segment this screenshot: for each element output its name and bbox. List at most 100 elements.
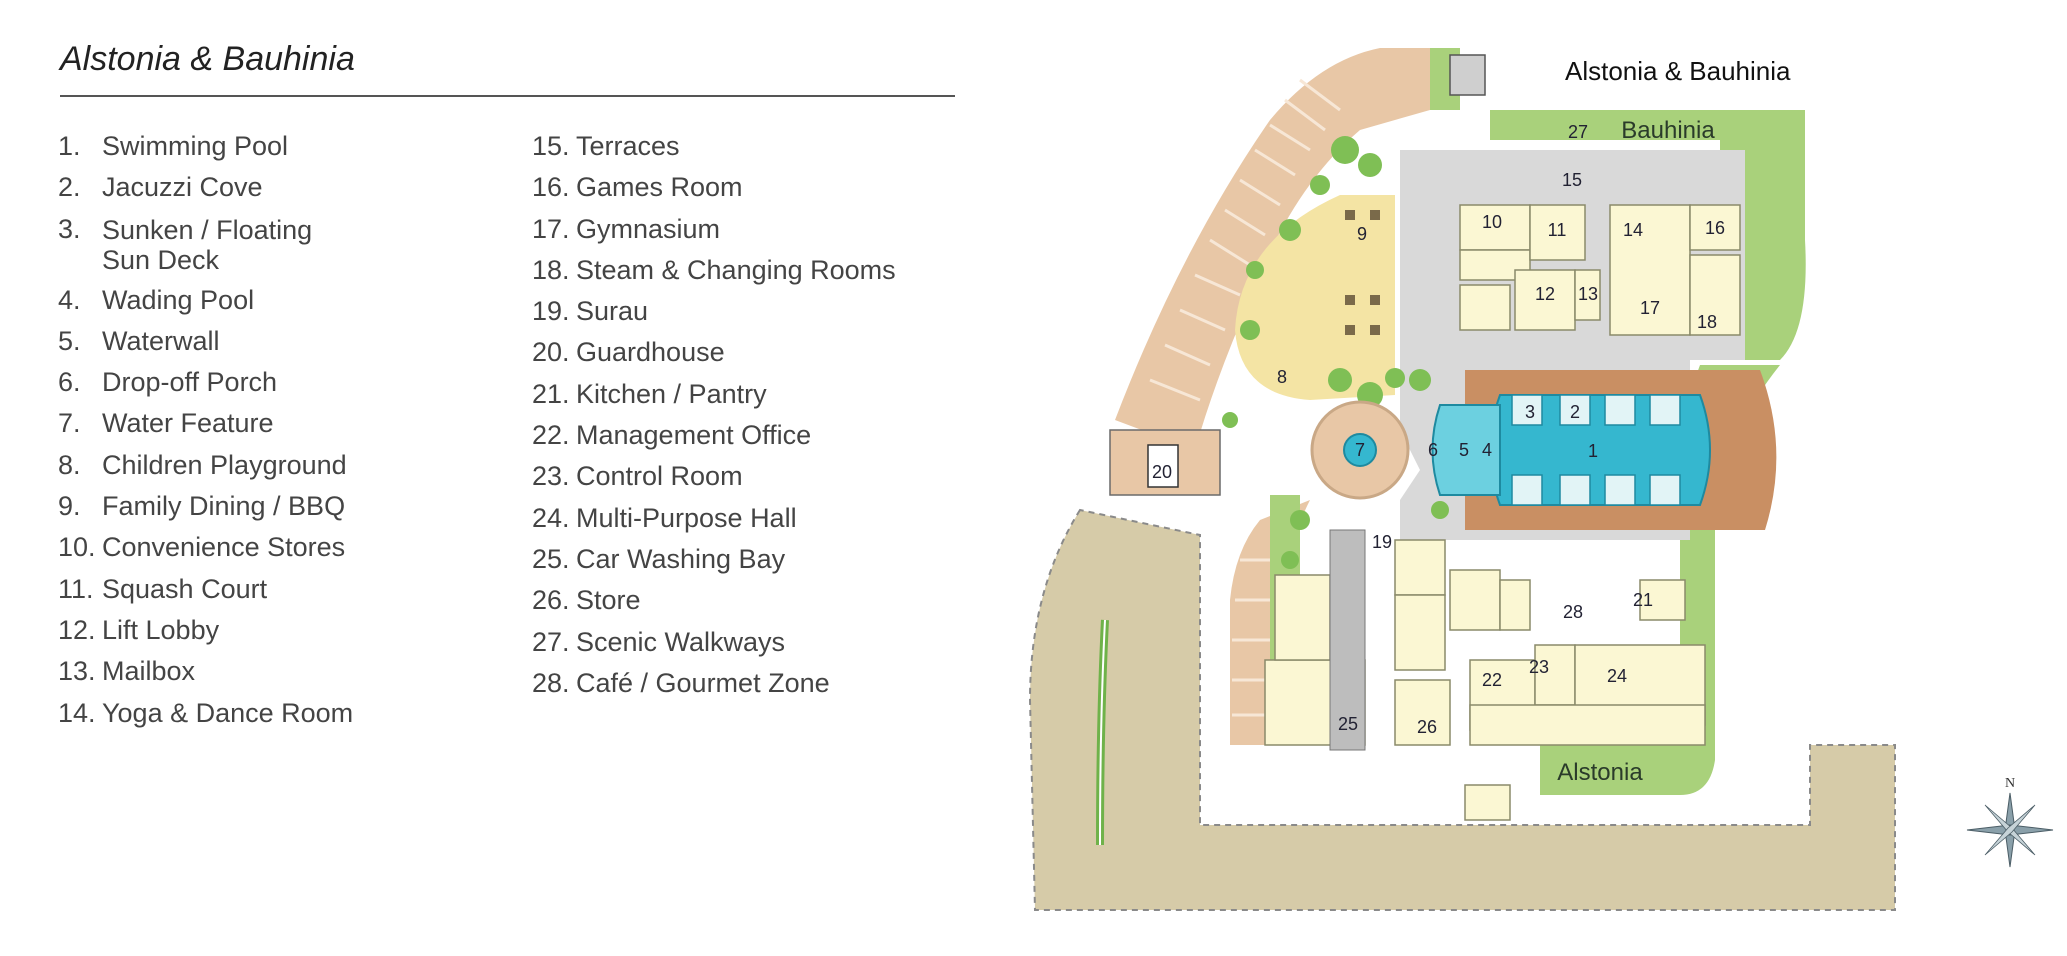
legend-item: 9.Family Dining / BBQ — [58, 486, 362, 527]
legend-number: 10. — [58, 532, 96, 563]
zone-17-label: 17 — [1640, 298, 1660, 318]
zone-27-label: 27 — [1568, 122, 1588, 142]
zone-28-label: 28 — [1563, 602, 1583, 622]
building-12-south — [1449, 569, 1501, 631]
legend-item: 3. Sunken / Floating Sun Deck — [58, 209, 362, 280]
legend-number: 8. — [58, 449, 81, 480]
legend-number: 25. — [532, 543, 570, 574]
legend-label: Guardhouse — [576, 337, 725, 368]
building-10a — [1459, 204, 1531, 251]
legend-number: 5. — [58, 325, 81, 356]
legend-label: Games Room — [576, 172, 743, 203]
road-median-outline — [1099, 619, 1106, 846]
building-21 — [1639, 579, 1686, 621]
zone-9-label: 9 — [1357, 224, 1367, 244]
zone-22-label: 22 — [1482, 670, 1502, 690]
zone-21-label: 21 — [1633, 590, 1653, 610]
zone-8-label: 8 — [1277, 367, 1287, 387]
map-title: Alstonia & Bauhinia — [1565, 56, 1791, 86]
wading-pool — [1431, 404, 1501, 496]
legend-label: Surau — [576, 296, 649, 327]
zone-16-label: 16 — [1705, 218, 1725, 238]
legend-item: 18.Steam & Changing Rooms — [532, 250, 896, 291]
legend-item: 15.Terraces — [532, 126, 896, 167]
legend-number: 13. — [58, 656, 96, 687]
legend-label: Management Office — [576, 420, 812, 451]
legend-item: 24.Multi-Purpose Hall — [532, 498, 896, 539]
zone-13-label: 13 — [1578, 284, 1598, 304]
zone-1-label: 1 — [1588, 441, 1598, 461]
zone-11-label: 11 — [1548, 220, 1567, 240]
alstonia-block-label: Alstonia — [1557, 759, 1643, 786]
building-podium-south — [1469, 704, 1706, 746]
building-26 — [1394, 679, 1451, 746]
legend-label: Waterwall — [102, 325, 220, 356]
perimeter-parking — [1115, 48, 1430, 450]
zone-15-label: 15 — [1562, 170, 1582, 190]
legend-number: 19. — [532, 296, 570, 327]
zone-3-label: 3 — [1525, 402, 1535, 422]
legend-item: 6.Drop-off Porch — [58, 362, 362, 403]
legend-divider — [60, 95, 955, 97]
compass-north-label: N — [2005, 776, 2015, 791]
legend-label: Steam & Changing Rooms — [576, 254, 896, 285]
building-west-block — [1274, 574, 1331, 661]
legend-label: Kitchen / Pantry — [576, 378, 767, 409]
zone-19-label: 19 — [1372, 532, 1392, 552]
legend-column-1: 1.Swimming Pool 2.Jacuzzi Cove 3.Sunken … — [58, 126, 362, 734]
legend-label: Drop-off Porch — [102, 367, 278, 398]
legend-number: 3. — [58, 213, 81, 244]
legend-item: 12.Lift Lobby — [58, 610, 362, 651]
zone-7-label: 7 — [1355, 440, 1365, 460]
legend-number: 27. — [532, 626, 570, 657]
zone-14-label: 14 — [1623, 220, 1643, 240]
legend-item: 23.Control Room — [532, 456, 896, 497]
legend-number: 14. — [58, 697, 96, 728]
legend-number: 12. — [58, 614, 96, 645]
building-19 — [1394, 539, 1446, 596]
zone-26-label: 26 — [1417, 717, 1437, 737]
legend-label: Multi-Purpose Hall — [576, 502, 797, 533]
zone-2-label: 2 — [1570, 402, 1580, 422]
legend-item: 19.Surau — [532, 291, 896, 332]
legend-label: Children Playground — [102, 449, 347, 480]
legend-number: 7. — [58, 408, 81, 439]
legend-item: 1.Swimming Pool — [58, 126, 362, 167]
legend-label: Scenic Walkways — [576, 626, 786, 657]
legend-column-2: 15.Terraces 16.Games Room 17.Gymnasium 1… — [532, 126, 896, 704]
playground-area — [1235, 195, 1395, 400]
legend-number: 23. — [532, 461, 570, 492]
building-south-entry — [1464, 784, 1511, 821]
legend-item: 26.Store — [532, 580, 896, 621]
legend-item: 14.Yoga & Dance Room — [58, 693, 362, 734]
legend-number: 2. — [58, 172, 81, 203]
ramp — [1329, 529, 1366, 751]
legend-item: 20.Guardhouse — [532, 332, 896, 373]
zone-23-label: 23 — [1529, 657, 1549, 677]
legend-item: 11.Squash Court — [58, 569, 362, 610]
legend-number: 15. — [532, 131, 570, 161]
legend-item: 21.Kitchen / Pantry — [532, 374, 896, 415]
zone-number-labels: 1 2 3 4 5 6 7 8 9 10 11 12 13 14 15 16 1… — [1152, 122, 1725, 737]
legend-number: 1. — [58, 131, 81, 161]
site-plan-map: 1 2 3 4 5 6 7 8 9 10 11 12 13 14 15 16 1… — [1028, 48, 1896, 911]
pool-deck-east — [1730, 370, 1777, 530]
legend-item: 27.Scenic Walkways — [532, 622, 896, 663]
zone-12-label: 12 — [1535, 284, 1555, 304]
zone-24-label: 24 — [1607, 666, 1627, 686]
legend-label: Sunken / Floating Sun Deck — [102, 214, 313, 275]
legend-label: Car Washing Bay — [576, 543, 786, 574]
legend-label: Gymnasium — [576, 213, 721, 244]
north-buildings — [1459, 204, 1741, 336]
legend-number: 24. — [532, 502, 570, 533]
bauhinia-block-label: Bauhinia — [1621, 117, 1715, 144]
legend-label: Control Room — [576, 461, 743, 492]
bbq-tables — [1345, 210, 1380, 335]
jacuzzi-sundecks — [1511, 394, 1681, 506]
legend-label: Café / Gourmet Zone — [576, 667, 830, 698]
legend-number: 16. — [532, 172, 570, 203]
legend-label: Convenience Stores — [102, 532, 346, 563]
legend-label: Mailbox — [102, 656, 196, 687]
legend-item: 4.Wading Pool — [58, 280, 362, 321]
legend-number: 21. — [532, 378, 570, 409]
